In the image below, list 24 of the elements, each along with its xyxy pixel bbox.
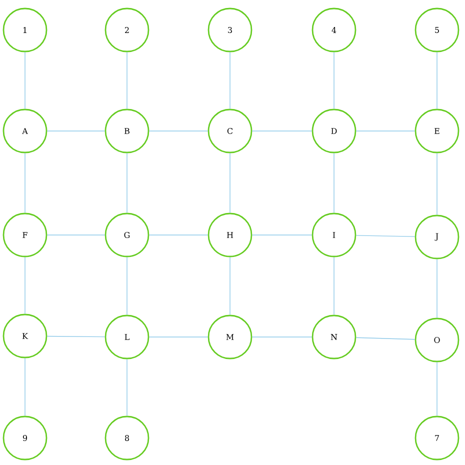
connector-line bbox=[126, 152, 128, 214]
connector-line bbox=[356, 130, 416, 132]
connector-line bbox=[436, 152, 438, 216]
connector-line bbox=[24, 152, 26, 214]
connector-line bbox=[46, 234, 106, 236]
connector-line bbox=[126, 52, 128, 110]
connector-line bbox=[24, 256, 26, 314]
connector-line bbox=[436, 258, 438, 318]
connector-line bbox=[46, 336, 106, 338]
connector-line bbox=[252, 130, 312, 132]
connector-line bbox=[148, 130, 208, 132]
connector-line bbox=[126, 256, 128, 316]
connector-line bbox=[148, 336, 208, 338]
connector-line bbox=[252, 336, 312, 338]
connector-line bbox=[148, 234, 208, 236]
connector-line bbox=[356, 337, 416, 340]
connector-line bbox=[356, 235, 416, 237]
connector-line bbox=[436, 52, 438, 110]
connector-line bbox=[252, 234, 312, 236]
connector-line bbox=[24, 52, 26, 110]
connector-line bbox=[126, 358, 128, 416]
connector-line bbox=[24, 358, 26, 416]
connector-line bbox=[46, 130, 106, 132]
connector-line bbox=[436, 362, 438, 416]
